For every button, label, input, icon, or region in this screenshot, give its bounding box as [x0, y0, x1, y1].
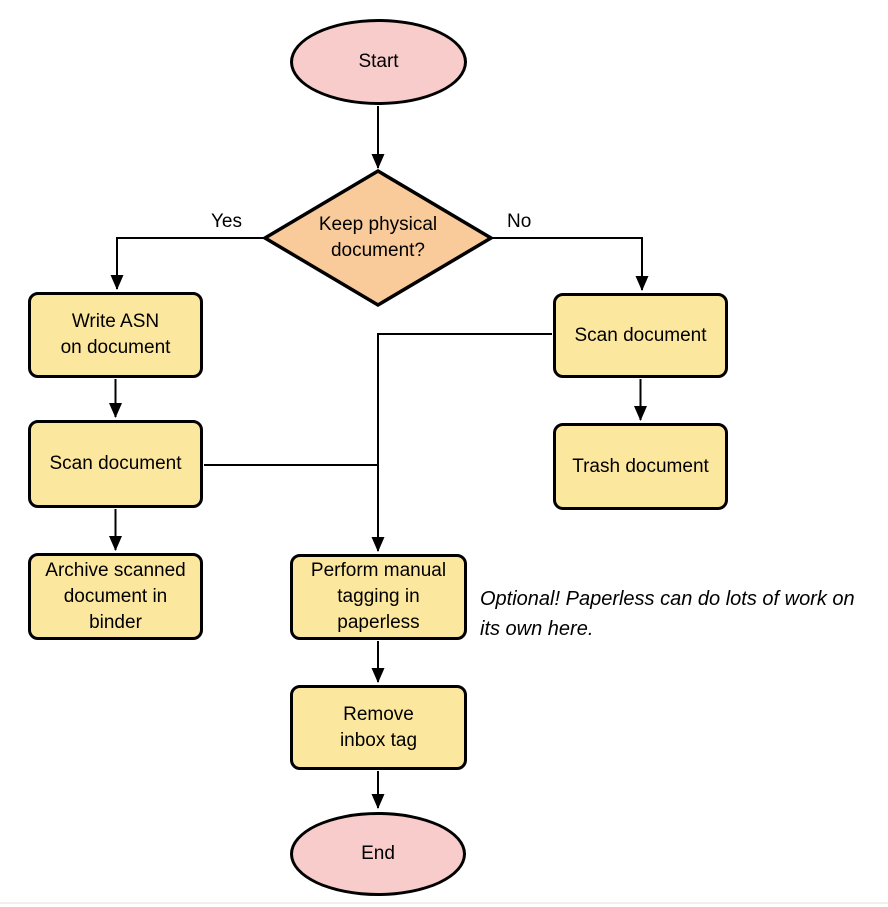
- annotation-optional-note: Optional! Paperless can do lots of work …: [480, 588, 855, 640]
- node-scan-document-right-label: Scan document: [574, 324, 707, 346]
- node-write-asn-label: Write ASN on document: [60, 311, 171, 358]
- node-scan-document-left: Scan document: [28, 420, 203, 508]
- page-bottom-divider: [0, 902, 888, 904]
- node-decision-label: Keep physical document?: [318, 214, 438, 261]
- node-start-label: Start: [358, 51, 399, 72]
- node-trash-document: Trash document: [553, 423, 728, 510]
- edge-scan-right-to-tagging: [371, 333, 552, 552]
- node-manual-tagging-label: Perform manual tagging in paperless: [310, 560, 447, 633]
- edge-decision-no-to-scan-right: [491, 237, 649, 291]
- decision-diamond-shape: [261, 168, 495, 308]
- node-end: End: [290, 812, 466, 896]
- node-manual-tagging: Perform manual tagging in paperless: [290, 554, 467, 640]
- node-scan-document-right: Scan document: [553, 293, 728, 378]
- node-decision: Keep physical document?: [278, 212, 478, 264]
- node-trash-document-label: Trash document: [572, 455, 709, 477]
- node-archive-binder: Archive scanned document in binder: [28, 553, 203, 640]
- edge-decision-yes-to-write-asn: [110, 237, 264, 290]
- edge-label-yes: Yes: [211, 211, 242, 232]
- node-scan-document-left-label: Scan document: [49, 453, 182, 474]
- node-end-label: End: [361, 843, 395, 864]
- node-archive-binder-label: Archive scanned document in binder: [45, 559, 186, 633]
- node-write-asn: Write ASN on document: [28, 292, 203, 378]
- node-start: Start: [290, 19, 467, 105]
- node-remove-inbox-tag-label: Remove inbox tag: [339, 703, 418, 751]
- node-remove-inbox-tag: Remove inbox tag: [290, 685, 467, 770]
- edge-label-no: No: [507, 211, 532, 232]
